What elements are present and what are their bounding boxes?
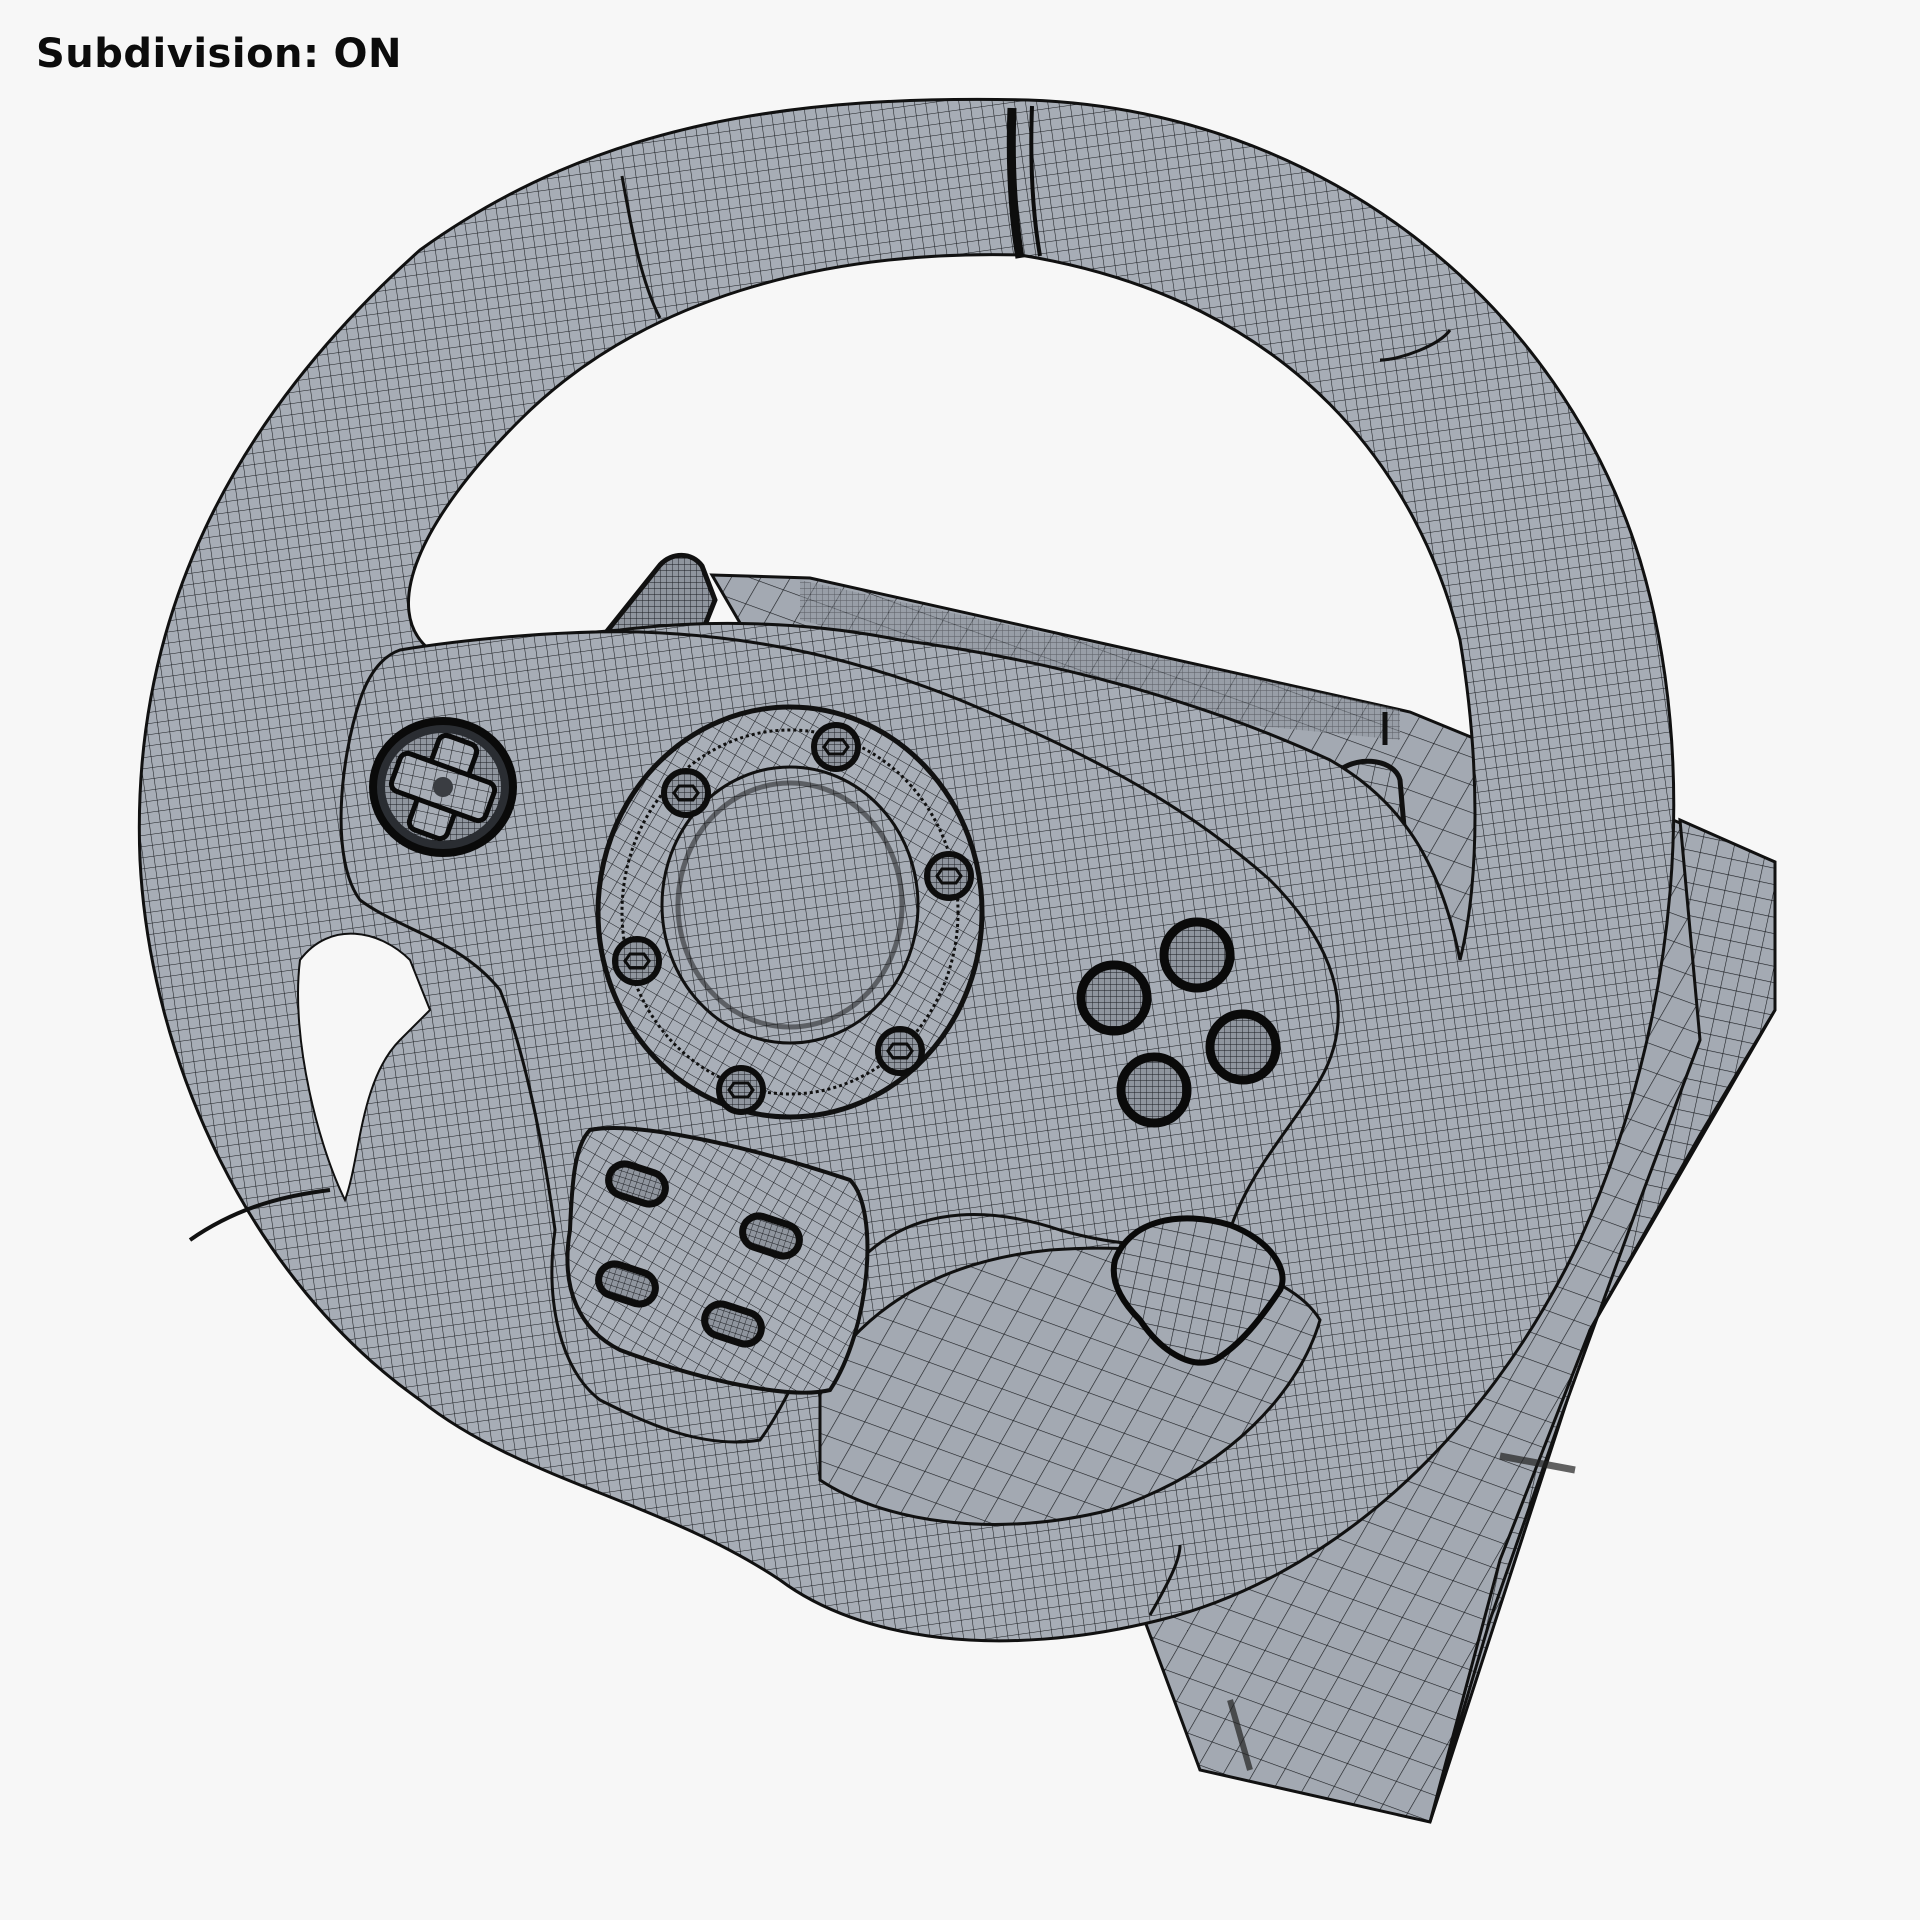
hub-screws <box>612 722 974 1115</box>
screw-icon <box>661 768 711 818</box>
horn-cap[interactable] <box>660 765 920 1045</box>
lower-paddle[interactable] <box>1110 1215 1286 1366</box>
screw-icon <box>811 722 861 772</box>
subdivision-label: Subdivision: <box>36 31 320 77</box>
function-button-2[interactable] <box>738 1212 803 1260</box>
function-button-1[interactable] <box>604 1160 669 1208</box>
screw-icon <box>716 1065 766 1115</box>
face-button-bottom[interactable] <box>1116 1052 1192 1128</box>
screw-icon <box>924 851 974 901</box>
face-button-right[interactable] <box>1205 1009 1281 1085</box>
center-hub <box>595 704 985 1120</box>
subdivision-caption: Subdivision: ON <box>36 30 402 78</box>
function-button-4[interactable] <box>700 1300 765 1348</box>
rim-left-opening <box>297 932 432 1203</box>
function-buttons <box>594 1160 803 1348</box>
face-button-left[interactable] <box>1076 960 1152 1036</box>
dpad[interactable] <box>369 717 517 857</box>
subdivision-value: ON <box>333 31 403 77</box>
face-buttons <box>1076 917 1281 1128</box>
screw-icon <box>875 1026 925 1076</box>
screw-icon <box>612 936 662 986</box>
face-button-top[interactable] <box>1159 917 1235 993</box>
function-button-3[interactable] <box>594 1260 659 1308</box>
